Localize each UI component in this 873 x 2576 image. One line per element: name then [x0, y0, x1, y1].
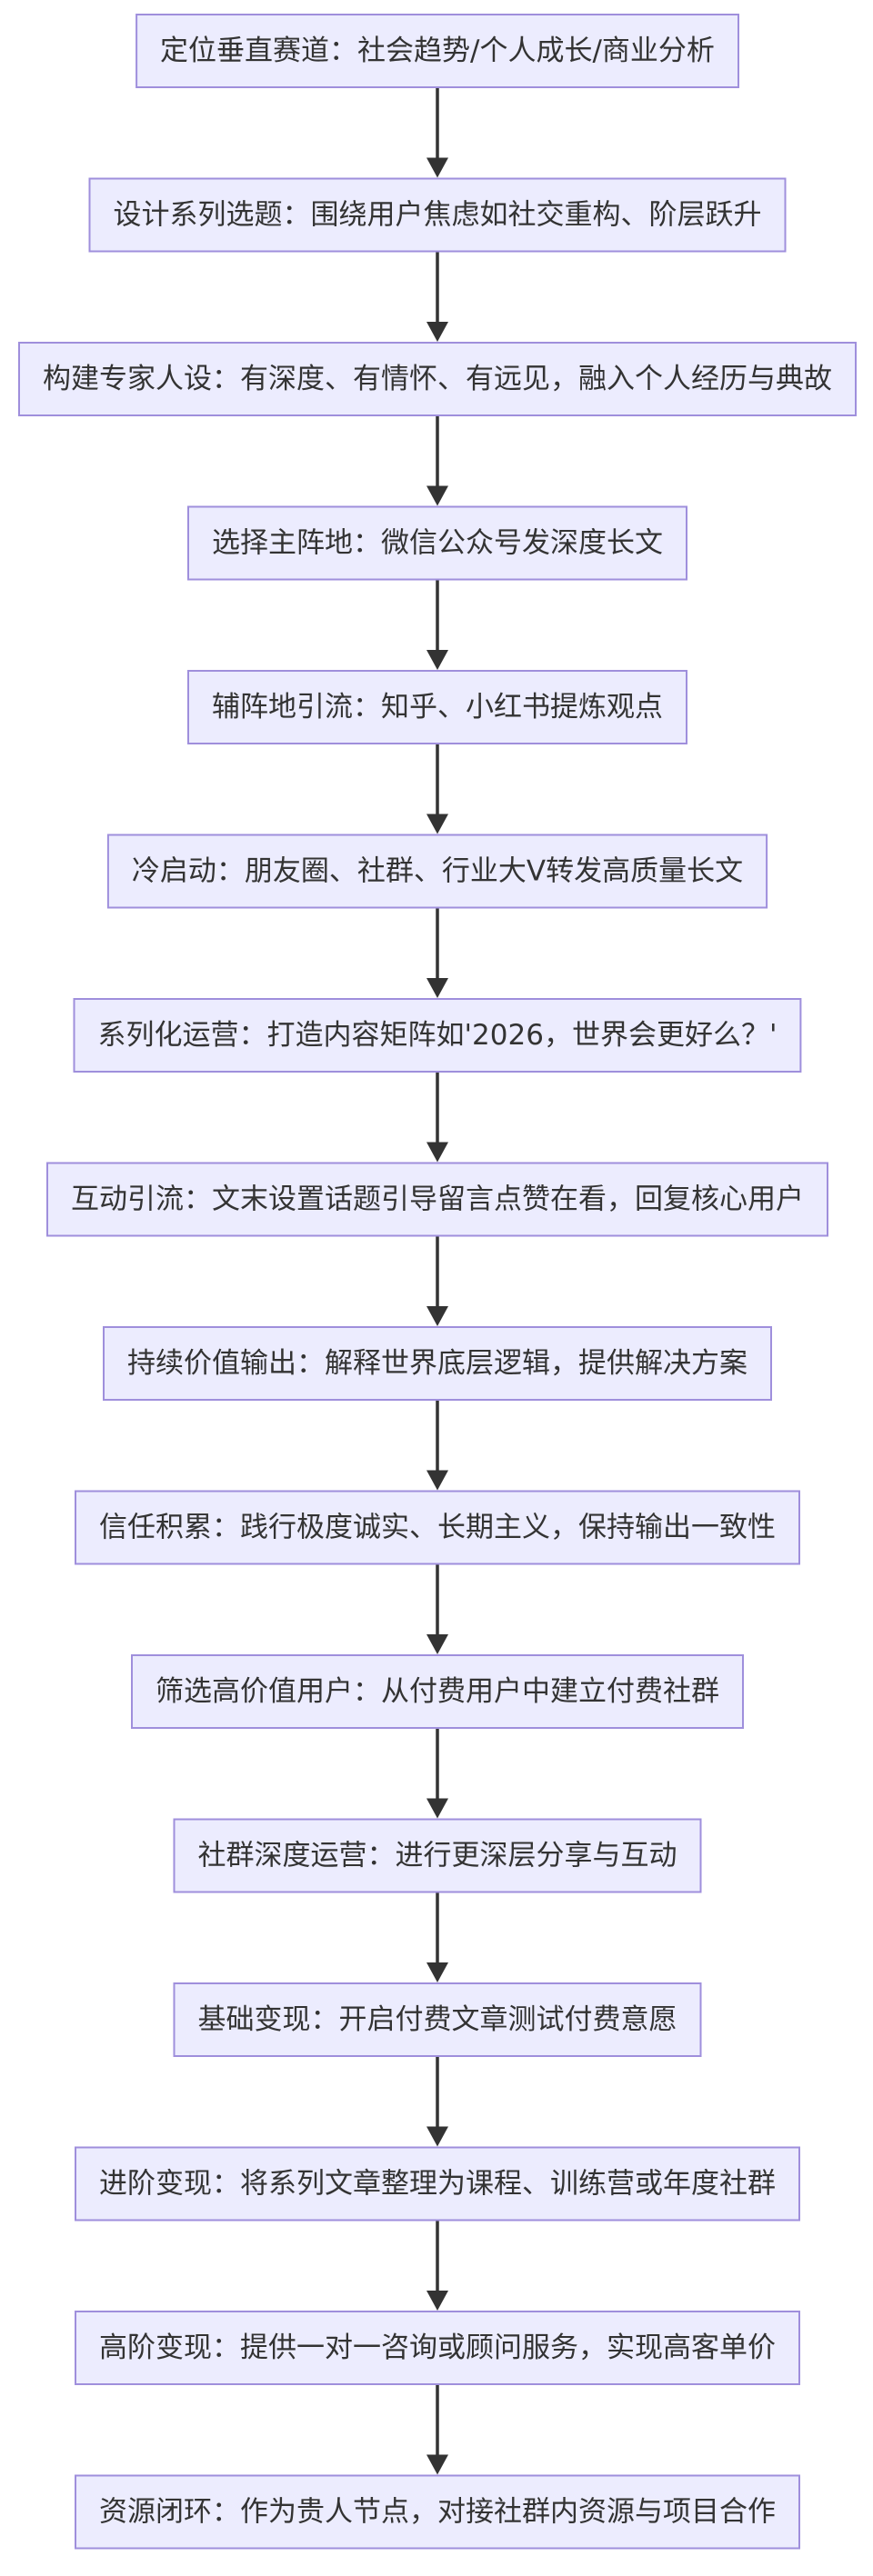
flow-node-label: 系列化运营：打造内容矩阵如'2026，世界会更好么？' — [98, 1019, 778, 1052]
flow-node-16: 资源闭环：作为贵人节点，对接社群内资源与项目合作 — [75, 2474, 800, 2550]
arrowhead-icon — [426, 157, 448, 178]
edges-layer — [426, 88, 448, 2475]
flow-node-label: 高阶变现：提供一对一咨询或顾问服务，实现高客单价 — [99, 2331, 776, 2364]
flow-node-label: 定位垂直赛道：社会趋势/个人成长/商业分析 — [160, 35, 715, 67]
flow-node-label: 构建专家人设：有深度、有情怀、有远见，融入个人经历与典故 — [43, 363, 832, 395]
flow-node-1: 定位垂直赛道：社会趋势/个人成长/商业分析 — [135, 14, 740, 88]
flow-node-label: 资源闭环：作为贵人节点，对接社群内资源与项目合作 — [99, 2496, 776, 2529]
flow-node-box — [46, 1162, 828, 1237]
flow-node-label: 社群深度运营：进行更深层分享与互动 — [198, 1840, 677, 1872]
flow-edge-10 — [426, 1564, 448, 1654]
flow-node-box — [75, 1490, 800, 1565]
flow-node-label: 辅阵地引流：知乎、小红书提炼观点 — [212, 691, 663, 724]
flow-node-box — [73, 998, 802, 1073]
flow-node-label: 筛选高价值用户：从付费用户中建立付费社群 — [156, 1675, 719, 1708]
flow-node-box — [75, 2311, 800, 2385]
flow-node-label: 信任积累：践行极度诚实、长期主义，保持输出一致性 — [99, 1512, 776, 1544]
flow-edge-14 — [426, 2221, 448, 2311]
flow-node-label: 进阶变现：将系列文章整理为课程、训练营或年度社群 — [99, 2168, 776, 2201]
flow-node-3: 构建专家人设：有深度、有情怀、有远见，融入个人经历与典故 — [18, 342, 857, 416]
flow-node-box — [187, 505, 687, 581]
flow-node-label: 基础变现：开启付费文章测试付费意愿 — [198, 2003, 677, 2036]
flow-edge-9 — [426, 1401, 448, 1491]
flow-edge-13 — [426, 2057, 448, 2147]
arrowhead-icon — [426, 1306, 448, 1326]
flow-edge-1 — [426, 88, 448, 178]
flow-node-box — [173, 1982, 702, 2057]
flow-node-11: 筛选高价值用户：从付费用户中建立付费社群 — [131, 1654, 744, 1729]
flow-node-box — [106, 834, 768, 909]
arrowhead-icon — [426, 1798, 448, 1819]
flow-node-label: 选择主阵地：微信公众号发深度长文 — [212, 527, 663, 560]
flow-edge-11 — [426, 1729, 448, 1819]
flow-node-label: 持续价值输出：解释世界底层逻辑，提供解决方案 — [127, 1347, 748, 1380]
arrowhead-icon — [426, 322, 448, 342]
flow-node-14: 进阶变现：将系列文章整理为课程、训练营或年度社群 — [75, 2146, 800, 2222]
arrowhead-icon — [426, 814, 448, 834]
arrowhead-icon — [426, 1470, 448, 1491]
flow-edge-6 — [426, 908, 448, 998]
flow-node-7: 系列化运营：打造内容矩阵如'2026，世界会更好么？' — [73, 998, 802, 1073]
arrowhead-icon — [426, 1634, 448, 1654]
flow-edge-2 — [426, 252, 448, 342]
arrowhead-icon — [426, 2454, 448, 2475]
arrowhead-icon — [426, 2126, 448, 2147]
arrowhead-icon — [426, 1962, 448, 1982]
flow-edge-3 — [426, 416, 448, 506]
flow-node-8: 互动引流：文末设置话题引导留言点赞在看，回复核心用户 — [46, 1162, 828, 1237]
flow-edge-12 — [426, 1892, 448, 1982]
flow-node-12: 社群深度运营：进行更深层分享与互动 — [173, 1818, 702, 1893]
arrowhead-icon — [426, 1142, 448, 1163]
flow-node-5: 辅阵地引流：知乎、小红书提炼观点 — [187, 670, 687, 744]
arrowhead-icon — [426, 485, 448, 506]
flow-edge-4 — [426, 580, 448, 670]
flow-edge-5 — [426, 744, 448, 834]
flow-node-box — [135, 14, 740, 88]
flow-node-box — [187, 670, 687, 744]
flow-node-9: 持续价值输出：解释世界底层逻辑，提供解决方案 — [103, 1326, 772, 1401]
flow-node-label: 冷启动：朋友圈、社群、行业大V转发高质量长文 — [132, 855, 743, 888]
flow-node-box — [18, 342, 857, 416]
arrowhead-icon — [426, 2291, 448, 2311]
flow-node-15: 高阶变现：提供一对一咨询或顾问服务，实现高客单价 — [75, 2311, 800, 2385]
flow-node-box — [75, 2146, 800, 2222]
flow-edge-15 — [426, 2385, 448, 2475]
nodes-layer: 定位垂直赛道：社会趋势/个人成长/商业分析设计系列选题：围绕用户焦虑如社交重构、… — [18, 14, 857, 2550]
flow-node-2: 设计系列选题：围绕用户焦虑如社交重构、阶层跃升 — [88, 177, 787, 253]
flow-node-label: 设计系列选题：围绕用户焦虑如社交重构、阶层跃升 — [114, 199, 762, 232]
flow-node-box — [103, 1326, 772, 1401]
flow-edge-7 — [426, 1073, 448, 1163]
flow-node-box — [131, 1654, 744, 1729]
arrowhead-icon — [426, 978, 448, 998]
flow-node-10: 信任积累：践行极度诚实、长期主义，保持输出一致性 — [75, 1490, 800, 1565]
arrowhead-icon — [426, 650, 448, 670]
flow-node-4: 选择主阵地：微信公众号发深度长文 — [187, 505, 687, 581]
flow-node-box — [75, 2474, 800, 2550]
flow-node-box — [88, 177, 787, 253]
flow-edge-8 — [426, 1236, 448, 1326]
flow-node-6: 冷启动：朋友圈、社群、行业大V转发高质量长文 — [106, 834, 768, 909]
flow-node-13: 基础变现：开启付费文章测试付费意愿 — [173, 1982, 702, 2057]
flow-node-label: 互动引流：文末设置话题引导留言点赞在看，回复核心用户 — [71, 1183, 804, 1216]
flow-node-box — [173, 1818, 702, 1893]
